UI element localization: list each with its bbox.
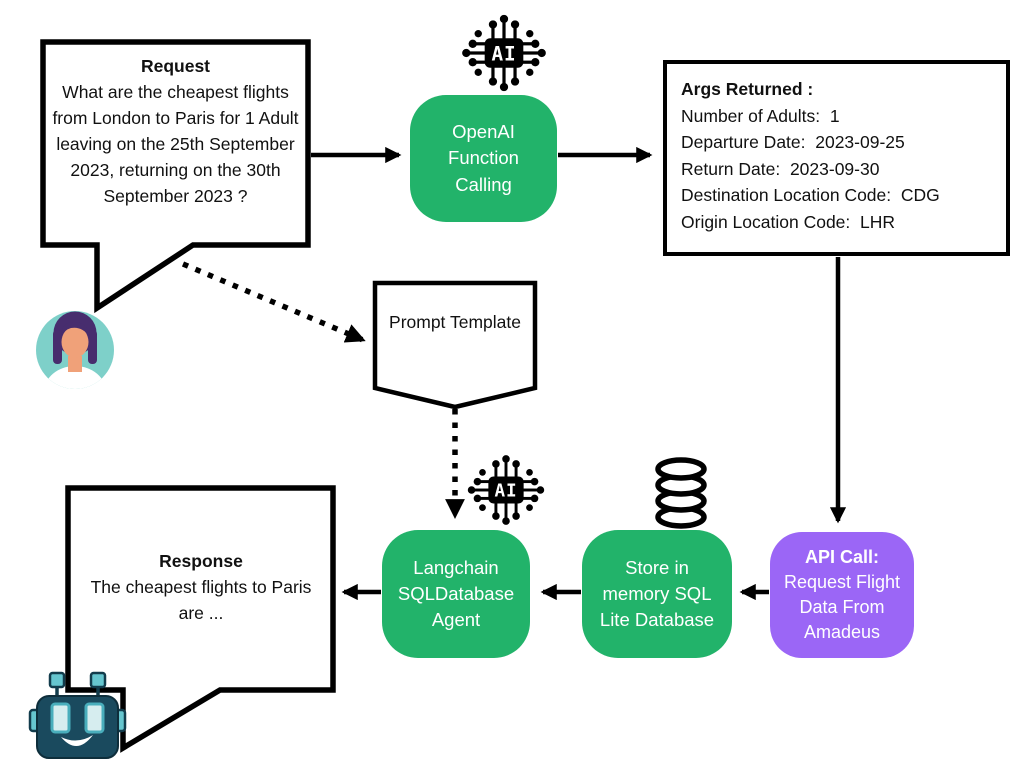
request-speech-bubble xyxy=(40,39,311,314)
args-line-destination: Destination Location Code: CDG xyxy=(681,185,940,205)
api-call-box: API Call: Request Flight Data From Amade… xyxy=(770,532,914,658)
api-call-title: API Call: xyxy=(804,547,879,568)
openai-function-calling-box: OpenAI Function Calling xyxy=(410,95,557,222)
request-title: Request xyxy=(140,56,211,76)
langchain-agent-box: Langchain SQLDatabase Agent xyxy=(382,530,530,658)
request-bubble-text: Request What are the cheapest flights fr… xyxy=(47,53,304,209)
user-avatar xyxy=(36,311,114,389)
ai-chip-icon: AI xyxy=(462,14,546,92)
dotted-arrow-request-to-prompt xyxy=(181,261,366,343)
prompt-template-label: Prompt Template xyxy=(389,312,521,332)
args-line-departure: Departure Date: 2023-09-25 xyxy=(681,132,905,152)
sqlite-store-label: Store in memory SQL Lite Database xyxy=(599,556,715,631)
response-body: The cheapest flights to Paris are ... xyxy=(90,577,312,623)
openai-function-calling-label: OpenAI Function Calling xyxy=(448,121,519,195)
langchain-agent-label: Langchain SQLDatabase Agent xyxy=(397,556,515,631)
ai-chip-label: AI xyxy=(495,482,518,502)
robot-icon xyxy=(28,671,127,759)
api-call-body: Request Flight Data From Amadeus xyxy=(783,572,901,642)
response-bubble-text: Response The cheapest flights to Paris a… xyxy=(80,548,322,626)
response-title: Response xyxy=(159,551,243,571)
args-line-origin: Origin Location Code: LHR xyxy=(681,211,895,232)
database-icon xyxy=(655,457,707,529)
ai-chip-label: AI xyxy=(491,42,516,65)
response-speech-bubble xyxy=(65,485,336,753)
request-body: What are the cheapest flights from Londo… xyxy=(52,82,299,206)
args-line-return: Return Date: 2023-09-30 xyxy=(681,158,880,179)
args-line-adults: Number of Adults: 1 xyxy=(681,105,840,126)
sqlite-store-box: Store in memory SQL Lite Database xyxy=(582,530,732,658)
ai-chip-icon: AI xyxy=(467,455,545,525)
args-returned-box: Args Returned : Number of Adults: 1 Depa… xyxy=(663,60,1010,256)
args-title: Args Returned : xyxy=(681,79,814,99)
prompt-template-shape xyxy=(372,280,538,410)
